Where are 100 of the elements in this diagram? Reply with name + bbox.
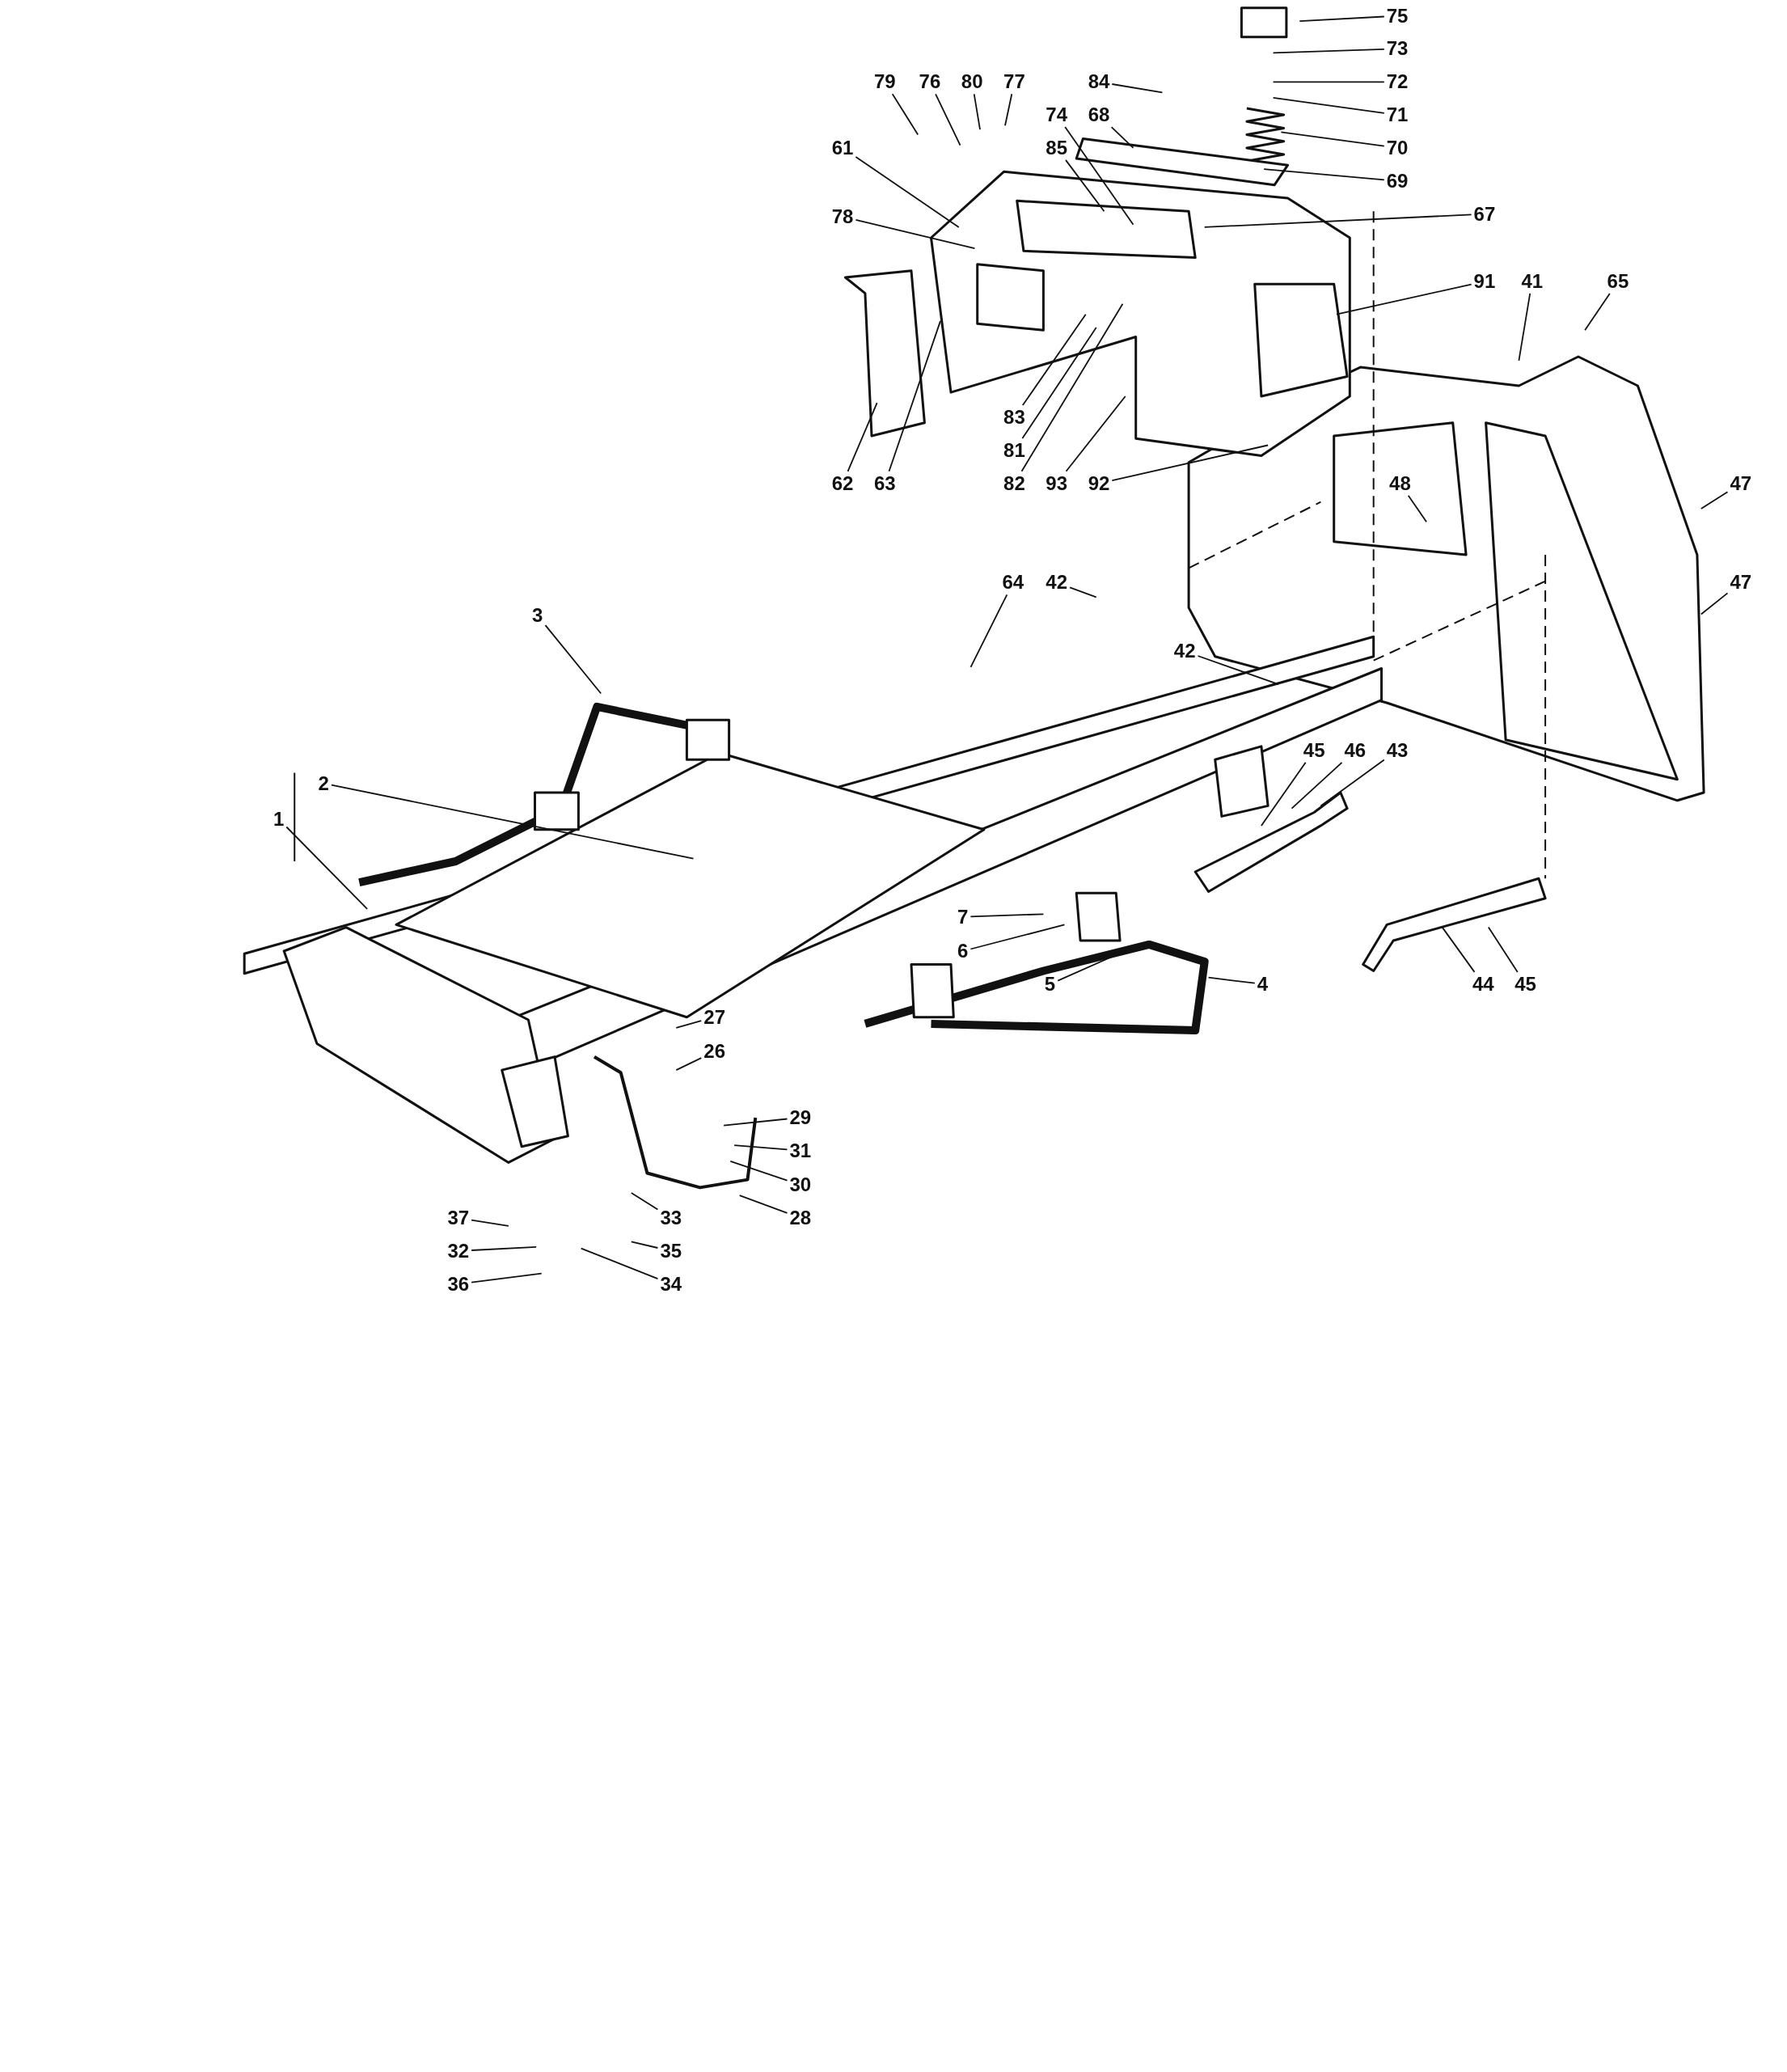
leader-line bbox=[1272, 97, 1385, 114]
leader-line bbox=[1280, 131, 1385, 147]
leader-line bbox=[855, 218, 976, 249]
leader-line bbox=[1203, 214, 1472, 228]
callout-number: 61 bbox=[831, 137, 854, 159]
callout-number: 35 bbox=[660, 1240, 682, 1262]
leader-line bbox=[847, 402, 878, 472]
callout-number: 31 bbox=[789, 1140, 812, 1161]
leader-line bbox=[1065, 395, 1126, 472]
callout-number: 37 bbox=[447, 1207, 470, 1228]
leader-line bbox=[970, 594, 1008, 668]
leader-line bbox=[1272, 81, 1385, 83]
leader-line bbox=[1299, 15, 1385, 22]
callout-number: 1 bbox=[272, 808, 285, 830]
callout-number: 42 bbox=[1173, 641, 1196, 662]
leader-line bbox=[1320, 759, 1385, 807]
leader-line bbox=[675, 1020, 703, 1029]
callout-number: 79 bbox=[874, 71, 896, 93]
callout-number: 93 bbox=[1046, 472, 1068, 494]
callout-number: 63 bbox=[874, 472, 896, 494]
leader-line bbox=[1700, 592, 1729, 615]
callout-number: 69 bbox=[1386, 170, 1409, 192]
callout-number: 27 bbox=[703, 1006, 725, 1028]
callout-number: 47 bbox=[1730, 472, 1752, 494]
callout-number: 78 bbox=[831, 205, 854, 227]
leader-line bbox=[855, 156, 960, 228]
leader-line bbox=[973, 93, 981, 130]
leader-line bbox=[888, 320, 941, 472]
leader-line bbox=[733, 1144, 788, 1151]
callout-number: 47 bbox=[1730, 572, 1752, 594]
leader-line bbox=[544, 624, 602, 695]
callout-number: 2 bbox=[318, 772, 329, 794]
callout-number: 48 bbox=[1389, 472, 1411, 494]
callout-number: 36 bbox=[447, 1273, 470, 1295]
leader-line bbox=[729, 1160, 788, 1182]
leader-line bbox=[471, 1219, 509, 1227]
leader-line bbox=[1261, 761, 1307, 827]
callout-number: 81 bbox=[1003, 440, 1025, 461]
leader-line bbox=[1272, 49, 1385, 54]
callout-number: 30 bbox=[789, 1174, 812, 1196]
leader-line bbox=[1441, 926, 1476, 973]
callout-number: 4 bbox=[1257, 973, 1269, 995]
callout-number: 70 bbox=[1386, 137, 1409, 159]
leader-line bbox=[1111, 444, 1269, 481]
callout-number: 65 bbox=[1607, 270, 1629, 292]
leader-line bbox=[1064, 126, 1134, 226]
callout-number: 29 bbox=[789, 1106, 812, 1128]
leader-line bbox=[1584, 293, 1611, 332]
leader-line bbox=[630, 1192, 659, 1211]
leader-line bbox=[1111, 83, 1164, 94]
callout-number: 5 bbox=[1044, 973, 1056, 995]
callout-number: 72 bbox=[1386, 71, 1409, 93]
callout-number: 42 bbox=[1046, 572, 1068, 594]
leader-line bbox=[970, 913, 1045, 918]
callout-number: 28 bbox=[789, 1207, 812, 1228]
leader-line bbox=[471, 1272, 543, 1283]
leader-line bbox=[1518, 293, 1531, 362]
leader-line bbox=[970, 924, 1066, 950]
callout-number: 32 bbox=[447, 1240, 470, 1262]
callout-number: 43 bbox=[1386, 739, 1409, 761]
callout-number: 44 bbox=[1472, 973, 1494, 995]
callout-number: 45 bbox=[1515, 973, 1536, 995]
callout-number: 84 bbox=[1088, 71, 1110, 93]
callout-number: 77 bbox=[1003, 71, 1025, 93]
callout-number: 7 bbox=[957, 906, 969, 928]
leader-line bbox=[580, 1247, 659, 1280]
callout-number: 91 bbox=[1473, 270, 1496, 292]
leader-line bbox=[1021, 313, 1087, 406]
leader-line bbox=[738, 1195, 788, 1214]
callout-number: 71 bbox=[1386, 104, 1409, 126]
leader-line bbox=[331, 784, 695, 860]
callout-number: 75 bbox=[1386, 5, 1409, 27]
callout-number: 68 bbox=[1088, 104, 1110, 126]
callout-number: 26 bbox=[703, 1041, 725, 1063]
leader-line bbox=[1004, 93, 1013, 127]
leader-line bbox=[675, 1057, 703, 1071]
callout-number: 74 bbox=[1046, 104, 1068, 126]
leader-line bbox=[1336, 283, 1472, 315]
leader-line bbox=[1263, 168, 1385, 181]
leader-line bbox=[891, 93, 919, 136]
leader-line bbox=[1110, 126, 1134, 149]
callout-number: 62 bbox=[831, 472, 854, 494]
callout-number: 85 bbox=[1046, 137, 1068, 159]
callout-number: 34 bbox=[660, 1273, 682, 1295]
leader-line bbox=[1407, 494, 1427, 523]
leader-line bbox=[935, 93, 961, 146]
leader-line bbox=[1020, 302, 1124, 472]
leader-line bbox=[285, 826, 368, 910]
callout-number: 64 bbox=[1002, 572, 1024, 594]
leader-line bbox=[1207, 976, 1256, 984]
callout-number: 41 bbox=[1521, 270, 1544, 292]
leader-line bbox=[1291, 761, 1343, 810]
callout-number: 33 bbox=[660, 1207, 682, 1228]
callout-number: 3 bbox=[532, 605, 543, 627]
callout-number: 67 bbox=[1473, 203, 1496, 225]
callout-number: 82 bbox=[1003, 472, 1025, 494]
leader-line bbox=[1487, 926, 1519, 973]
leader-line bbox=[1700, 491, 1729, 510]
callout-number: 45 bbox=[1303, 739, 1325, 761]
callout-number: 76 bbox=[919, 71, 941, 93]
